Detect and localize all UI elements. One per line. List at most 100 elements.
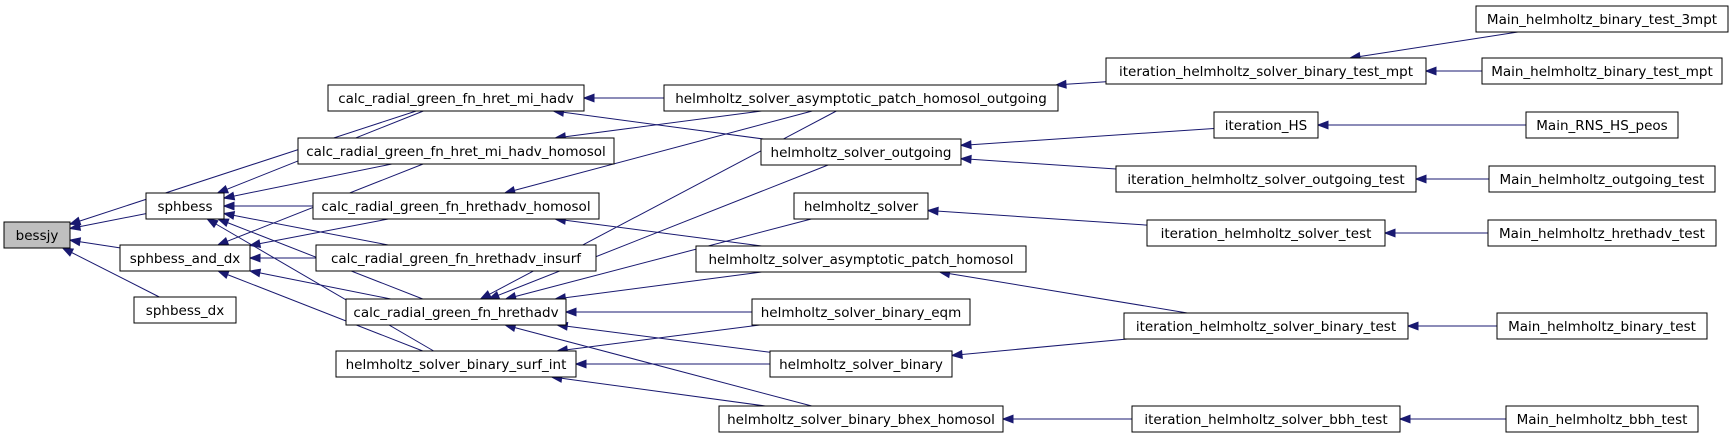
node-iteration-hs[interactable]: iteration_HS [1213,111,1319,139]
edge-it_bin_mpt-to-hs_asym_outgoing [1054,79,1107,89]
svg-text:Main_helmholtz_binary_test_mpt: Main_helmholtz_binary_test_mpt [1491,64,1713,80]
node-helmholtz-solver-outgoing[interactable]: helmholtz_solver_outgoing [760,138,962,166]
svg-text:calc_radial_green_fn_hrethadv_: calc_radial_green_fn_hrethadv_homosol [321,199,590,215]
node-helmholtz-solver-asymptotic-patch-homosol[interactable]: helmholtz_solver_asymptotic_patch_homoso… [695,245,1027,273]
node-helmholtz-solver[interactable]: helmholtz_solver [793,192,929,220]
node-sphbess[interactable]: sphbess [145,192,225,220]
svg-text:helmholtz_solver_asymptotic_pa: helmholtz_solver_asymptotic_patch_homoso… [708,252,1013,268]
arrowhead-icon [564,307,577,317]
node-main-helmholtz-hrethadv-test[interactable]: Main_helmholtz_hrethadv_test [1487,219,1717,247]
arrowhead-icon [574,359,587,369]
edge-it_bbh-to-hs_bhex [1001,414,1132,424]
node-bessjy[interactable]: bessjy [3,221,71,249]
arrowhead-icon [222,210,236,220]
node-calc-radial-green-fn-hrethadv-homosol[interactable]: calc_radial_green_fn_hrethadv_homosol [312,192,600,220]
edge-crg_hrethadv-to-sphbess_and_dx [248,268,391,300]
svg-text:iteration_helmholtz_solver_out: iteration_helmholtz_solver_outgoing_test [1127,172,1404,188]
edge-m_mpt-to-it_bin_mpt [1424,66,1482,76]
node-main-helmholtz-outgoing-test[interactable]: Main_helmholtz_outgoing_test [1488,165,1716,193]
edge-crg_hret_mi-to-bessjy [68,110,417,226]
svg-text:Main_helmholtz_binary_test: Main_helmholtz_binary_test [1508,319,1696,335]
node-calc-radial-green-fn-hrethadv-insurf[interactable]: calc_radial_green_fn_hrethadv_insurf [315,244,597,272]
edge-it_bin_test-to-hs_binary [950,338,1128,359]
node-main-rns-hs-peos[interactable]: Main_RNS_HS_peos [1525,111,1679,139]
arrowhead-icon [1316,120,1329,130]
svg-text:helmholtz_solver_outgoing: helmholtz_solver_outgoing [771,145,952,161]
graph-nodes: bessjy sphbess sphbess_and_dx sphbess_dx… [3,5,1729,433]
node-iteration-helmholtz-solver-test[interactable]: iteration_helmholtz_solver_test [1146,219,1386,247]
svg-text:calc_radial_green_fn_hrethadv_: calc_radial_green_fn_hrethadv_insurf [331,251,582,267]
node-helmholtz-solver-binary-surf-int[interactable]: helmholtz_solver_binary_surf_int [335,350,577,378]
node-calc-radial-green-fn-hret-mi-hadv-homosol[interactable]: calc_radial_green_fn_hret_mi_hadv_homoso… [297,137,615,165]
node-main-helmholtz-binary-test-3mpt[interactable]: Main_helmholtz_binary_test_3mpt [1475,5,1729,33]
edge-hs_binary-to-hs_binary_surf_int [574,359,770,369]
arrowhead-icon [959,154,972,164]
node-main-helmholtz-bbh-test[interactable]: Main_helmholtz_bbh_test [1505,405,1699,433]
edge-hs_asym-to-crg_hrethadv_homosol [553,215,762,247]
arrowhead-icon [248,253,261,263]
node-calc-radial-green-fn-hret-mi-hadv[interactable]: calc_radial_green_fn_hret_mi_hadv [327,84,585,112]
svg-text:sphbess_dx: sphbess_dx [146,303,224,319]
edge-hs_asym_outgoing-to-crg_hret_mi [582,93,664,103]
edge-m_outgoing-to-it_outgoing [1414,174,1489,184]
edge-sphbess_and_dx-to-bessjy [68,237,121,249]
arrowhead-icon [1414,174,1427,184]
svg-text:bessjy: bessjy [16,228,59,244]
arrowhead-icon [68,216,82,226]
arrowhead-icon [1424,66,1437,76]
svg-text:iteration_helmholtz_solver_bin: iteration_helmholtz_solver_binary_test_m… [1119,64,1413,80]
svg-text:sphbess_and_dx: sphbess_and_dx [130,251,241,267]
node-iteration-helmholtz-solver-outgoing-test[interactable]: iteration_helmholtz_solver_outgoing_test [1115,165,1417,193]
arrowhead-icon [248,268,262,278]
node-sphbess-dx[interactable]: sphbess_dx [133,296,237,324]
svg-text:helmholtz_solver: helmholtz_solver [804,199,919,215]
edge-crg_hrethadv_homosol-to-sphbess_and_dx [248,218,389,249]
svg-text:calc_radial_green_fn_hrethadv: calc_radial_green_fn_hrethadv [353,305,558,321]
arrowhead-icon [950,349,963,359]
node-helmholtz-solver-binary-eqm[interactable]: helmholtz_solver_binary_eqm [751,298,971,326]
arrowhead-icon [222,191,236,201]
arrowhead-icon [1001,414,1014,424]
node-helmholtz-solver-asymptotic-patch-homosol-outgoing[interactable]: helmholtz_solver_asymptotic_patch_homoso… [663,84,1059,112]
svg-text:iteration_helmholtz_solver_tes: iteration_helmholtz_solver_test [1161,226,1372,242]
edge-crg_hrethadv_insurf-to-sphbess_and_dx [248,253,316,263]
arrowhead-icon [582,93,595,103]
arrowhead-icon [1383,228,1396,238]
node-helmholtz-solver-binary-bhex-homosol[interactable]: helmholtz_solver_binary_bhex_homosol [718,405,1004,433]
edge-hs_binary_surf_int-to-sphbess_and_dx [216,270,423,352]
node-main-helmholtz-binary-test-mpt[interactable]: Main_helmholtz_binary_test_mpt [1481,57,1723,85]
svg-text:helmholtz_solver_binary_eqm: helmholtz_solver_binary_eqm [761,305,962,321]
arrowhead-icon [216,270,230,280]
svg-text:Main_helmholtz_hrethadv_test: Main_helmholtz_hrethadv_test [1499,226,1705,242]
arrowhead-icon [248,239,262,249]
node-iteration-helmholtz-solver-bbh-test[interactable]: iteration_helmholtz_solver_bbh_test [1131,405,1401,433]
arrowhead-icon [1406,321,1419,331]
edge-m_rns-to-it_HS [1316,120,1526,130]
svg-text:iteration_helmholtz_solver_bin: iteration_helmholtz_solver_binary_test [1136,319,1396,335]
node-main-helmholtz-binary-test[interactable]: Main_helmholtz_binary_test [1496,312,1708,340]
svg-text:helmholtz_solver_binary_surf_i: helmholtz_solver_binary_surf_int [346,357,567,373]
svg-text:helmholtz_solver_asymptotic_pa: helmholtz_solver_asymptotic_patch_homoso… [675,91,1047,107]
svg-text:Main_helmholtz_binary_test_3mp: Main_helmholtz_binary_test_3mpt [1487,12,1717,28]
svg-text:calc_radial_green_fn_hret_mi_h: calc_radial_green_fn_hret_mi_hadv [338,91,574,107]
edge-crg_hret_mi_homosol-to-sphbess [222,163,392,201]
edge-m_hrethadv-to-it_test [1383,228,1488,238]
node-helmholtz-solver-binary[interactable]: helmholtz_solver_binary [769,350,953,378]
arrowhead-icon [216,184,230,194]
edge-m_3mpt-to-it_bin_mpt [1348,31,1519,61]
node-sphbess-and-dx[interactable]: sphbess_and_dx [119,244,251,272]
node-calc-radial-green-fn-hrethadv[interactable]: calc_radial_green_fn_hrethadv [345,298,567,326]
arrowhead-icon [959,140,972,150]
edge-sphbess-to-bessjy [68,213,147,231]
edge-m_bbh-to-it_bbh [1398,414,1506,424]
edge-crg_hrethadv_insurf-to-sphbess [222,210,389,246]
node-iteration-helmholtz-solver-binary-test[interactable]: iteration_helmholtz_solver_binary_test [1123,312,1409,340]
svg-text:Main_RNS_HS_peos: Main_RNS_HS_peos [1536,118,1667,134]
svg-text:Main_helmholtz_outgoing_test: Main_helmholtz_outgoing_test [1500,172,1705,188]
svg-text:helmholtz_solver_binary_bhex_h: helmholtz_solver_binary_bhex_homosol [727,412,995,428]
arrowhead-icon [216,236,230,246]
node-iteration-helmholtz-solver-binary-test-mpt[interactable]: iteration_helmholtz_solver_binary_test_m… [1105,57,1427,85]
edge-it_HS-to-hs_outgoing [959,128,1215,150]
arrowhead-icon [926,206,939,216]
